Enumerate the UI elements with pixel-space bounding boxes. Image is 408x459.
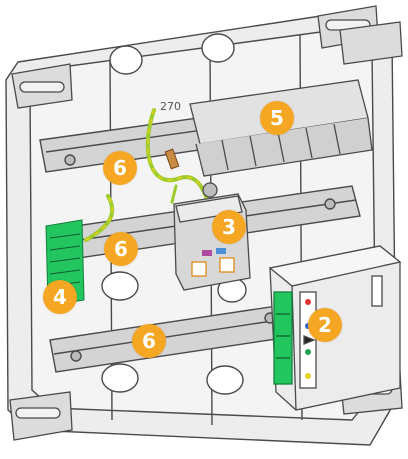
frame-marking: 270: [160, 100, 181, 113]
callout-6-top: 6: [103, 151, 137, 185]
callout-6-middle: 6: [104, 232, 138, 266]
callout-5: 5: [260, 101, 294, 135]
callout-2: 2: [308, 308, 342, 342]
callout-4: 4: [43, 280, 77, 314]
callout-6-bottom: 6: [132, 324, 166, 358]
callout-3: 3: [212, 210, 246, 244]
